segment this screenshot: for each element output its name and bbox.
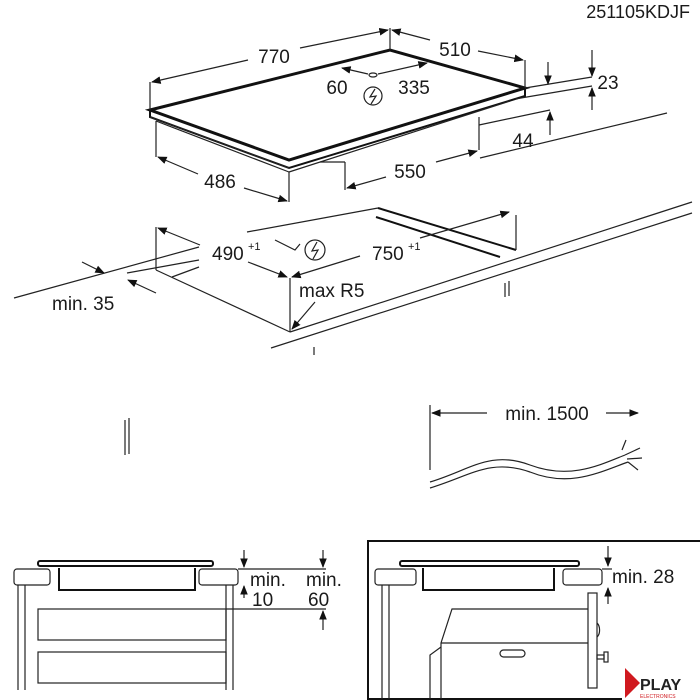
dim-connection-right: 335	[398, 78, 430, 99]
dim-hob-body-depth: 486	[204, 172, 236, 193]
drawer-section: min. 10 min. 60	[13, 550, 342, 690]
hob-top	[144, 48, 531, 162]
power-cable: min. 1500	[429, 404, 643, 489]
dim-hob-depth: 510	[439, 40, 471, 61]
dim-cable-length: min. 1500	[505, 404, 588, 425]
electric-connection-icon	[304, 239, 326, 261]
gap-value-2: 60	[308, 590, 329, 611]
dim-cutout-width-tolerance: +1	[408, 241, 421, 253]
worktop-drawing: 490 +1 750 +1 max R5 min. 35	[13, 201, 693, 455]
dim-connection-left: 60	[326, 78, 347, 99]
dim-hob-body-width: 550	[394, 162, 426, 183]
dim-cutout-depth: 490	[212, 244, 244, 265]
dim-hob-thickness: 23	[597, 73, 618, 94]
oven-section: min. 28	[367, 540, 700, 700]
oven-gap-label: min. 28	[612, 567, 674, 588]
dim-hob-width: 770	[258, 47, 290, 68]
play-electronics-logo: PLAY ELECTRONICS	[622, 665, 700, 700]
drawing-code: 251105KDJF	[586, 2, 690, 22]
gap-label-2: min.	[306, 570, 342, 591]
dim-cutout-depth-tolerance: +1	[248, 241, 261, 253]
logo-brand: PLAY	[640, 677, 682, 694]
cutout-corner-radius: max R5	[299, 281, 364, 302]
hob-drawing: 770 510 60 335 23 44 486 550	[144, 27, 668, 203]
gap-value-1: 10	[252, 590, 273, 611]
gap-label-1: min.	[250, 570, 286, 591]
dim-edge-distance: min. 35	[52, 294, 114, 315]
electric-connection-icon	[363, 86, 383, 106]
logo-sub: ELECTRONICS	[640, 694, 676, 700]
dim-cutout-width: 750	[372, 244, 404, 265]
